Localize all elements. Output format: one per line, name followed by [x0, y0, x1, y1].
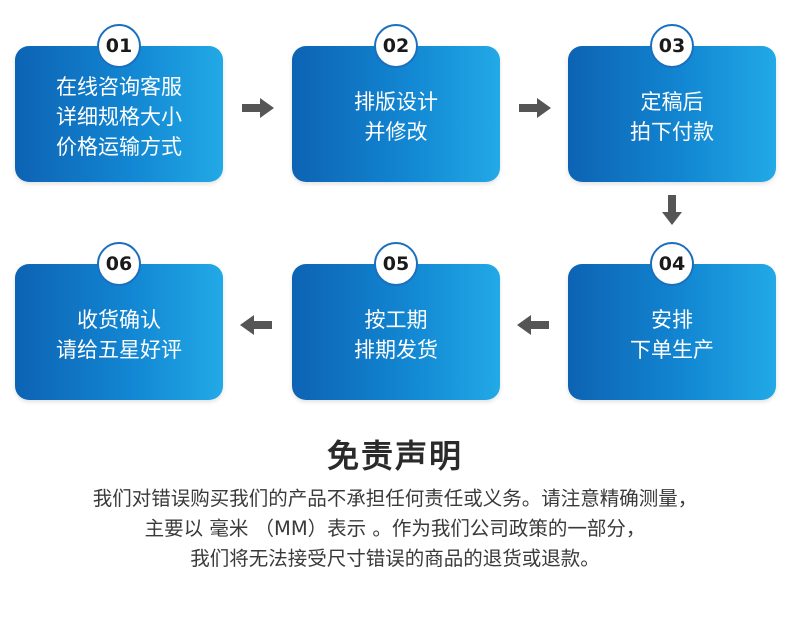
- arrow-right-icon: [240, 96, 276, 120]
- step-label-line: 排版设计: [354, 90, 438, 114]
- step-card-01: 01 在线咨询客服 详细规格大小 价格运输方式: [15, 24, 223, 182]
- step-card-04: 04 安排 下单生产: [568, 242, 776, 400]
- step-label-line: 请给五星好评: [56, 338, 182, 362]
- step-label-line: 拍下付款: [630, 120, 714, 144]
- arrow-down-icon: [660, 193, 684, 227]
- step-label: 安排 下单生产: [568, 264, 776, 400]
- step-number-badge: 03: [650, 24, 694, 68]
- arrow-left-icon: [515, 313, 551, 337]
- step-label-line: 详细规格大小: [56, 105, 182, 129]
- step-number-badge: 05: [374, 242, 418, 286]
- disclaimer-line: 主要以 毫米 （MM）表示 。作为我们公司政策的一部分，: [144, 517, 646, 540]
- arrow-right-icon: [517, 96, 553, 120]
- step-label-line: 收货确认: [77, 308, 161, 332]
- step-label-line: 安排: [651, 308, 693, 332]
- step-number-badge: 02: [374, 24, 418, 68]
- step-label-line: 在线咨询客服: [56, 75, 182, 99]
- step-number-badge: 01: [97, 24, 141, 68]
- step-label-line: 下单生产: [630, 338, 714, 362]
- disclaimer-line: 我们将无法接受尺寸错误的商品的退货或退款。: [190, 547, 600, 570]
- step-label: 排版设计 并修改: [292, 46, 500, 182]
- step-number-badge: 06: [97, 242, 141, 286]
- step-card-03: 03 定稿后 拍下付款: [568, 24, 776, 182]
- step-label: 定稿后 拍下付款: [568, 46, 776, 182]
- disclaimer-text: 我们对错误购买我们的产品不承担任何责任或义务。请注意精确测量， 主要以 毫米 （…: [20, 484, 770, 574]
- step-label: 收货确认 请给五星好评: [15, 264, 223, 400]
- step-number-badge: 04: [650, 242, 694, 286]
- step-label-line: 按工期: [364, 308, 428, 332]
- step-card-02: 02 排版设计 并修改: [292, 24, 500, 182]
- step-label-line: 定稿后: [640, 90, 704, 114]
- step-label-line: 价格运输方式: [56, 135, 182, 159]
- step-label-line: 并修改: [364, 120, 428, 144]
- step-card-05: 05 按工期 排期发货: [292, 242, 500, 400]
- step-card-06: 06 收货确认 请给五星好评: [15, 242, 223, 400]
- disclaimer-line: 我们对错误购买我们的产品不承担任何责任或义务。请注意精确测量，: [92, 487, 698, 510]
- disclaimer-title: 免责声明: [326, 437, 463, 475]
- step-label: 按工期 排期发货: [292, 264, 500, 400]
- step-label: 在线咨询客服 详细规格大小 价格运输方式: [15, 46, 223, 182]
- arrow-left-icon: [238, 313, 274, 337]
- step-label-line: 排期发货: [354, 338, 438, 362]
